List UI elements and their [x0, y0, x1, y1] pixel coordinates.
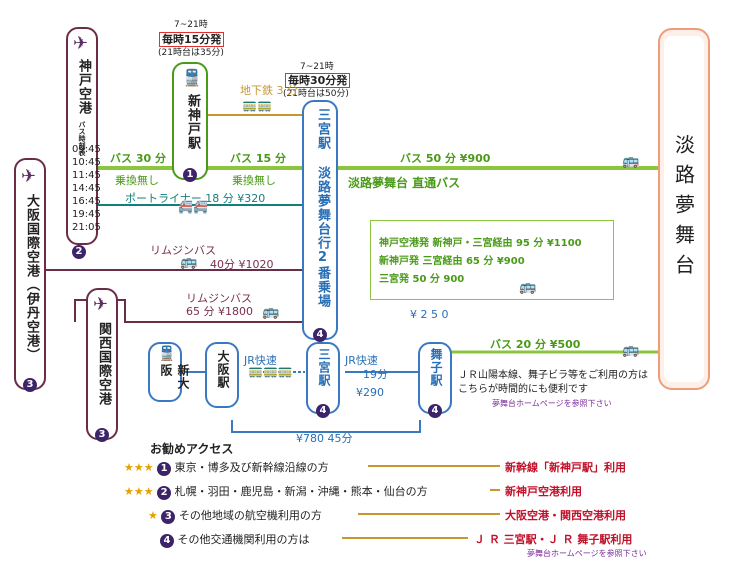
kansai-airport-name: 関西国際空港: [96, 322, 111, 406]
osaka-airport-num: 3: [23, 378, 37, 392]
sannomiya-bus-num: 4: [313, 328, 327, 342]
noxfer1-label: 乗換無し: [115, 174, 159, 187]
shinkobe-num: 1: [183, 168, 197, 182]
kobe-airport-box[interactable]: ✈ 神戸空港 バス時刻表 2: [66, 27, 98, 259]
route-limo2-line: [74, 299, 305, 323]
route-total-bracket: [231, 420, 421, 433]
train-icon: 🚆: [158, 346, 176, 362]
direct-bus-label: 淡路夢舞台 直通バス: [348, 176, 461, 190]
bus-info-box: 神戸空港発 新神戸・三宮経由 95 分 ¥1100 新神戸発 三宮経由 65 分…: [370, 220, 614, 300]
shin-osaka-box[interactable]: 🚆 新大阪: [148, 342, 190, 402]
destination-box: 淡路夢舞台: [658, 28, 710, 390]
kansai-airport-box[interactable]: ✈ 関西国際空港 3: [86, 288, 118, 442]
kobe-airport-name: 神戸空港: [76, 59, 91, 115]
kobe-timetable: 09:45 10:45 11:45 14:45 16:45 19:45 21:0…: [72, 144, 101, 233]
subway-train-icon: 🚃🚃: [242, 98, 272, 112]
plane-icon: ✈: [21, 166, 37, 187]
portliner-label: ポートライナー 18 分 ¥320: [125, 192, 266, 205]
recommend-result-3: 大阪空港・関西空港利用: [505, 509, 626, 522]
bus15-label: バス 15 分: [230, 152, 286, 165]
jr-rapid-1: JR快速: [244, 354, 277, 367]
recommend-result-2: 新神戸空港利用: [505, 485, 582, 498]
bus20-label: バス 20 分 ¥500: [490, 338, 581, 351]
plane-icon: ✈: [93, 294, 109, 315]
train-icon: 🚆: [182, 68, 202, 87]
recommend-title: お勧めアクセス: [150, 442, 234, 456]
osaka-airport-box[interactable]: ✈ 大阪国際空港（伊丹空港） 3: [14, 158, 46, 392]
subway-label: 地下鉄 3 分: [240, 84, 298, 97]
bus-icon: 🚌: [622, 342, 640, 358]
plane-icon: ✈: [73, 33, 89, 54]
recommend-item-3: ★ 3 その他地域の航空機利用の方: [148, 509, 322, 524]
sannomiya-bus-box[interactable]: 三宮駅 淡路夢舞台行2番乗場 4: [302, 100, 338, 342]
recommend-item-2: ★★★ 2 札幌・羽田・鹿児島・新潟・沖縄・熊本・仙台の方: [124, 485, 428, 500]
shinkobe-hours: 7~21時: [174, 20, 208, 30]
bus-info-line3: 三宮発 50 分 900: [379, 274, 465, 285]
osaka-station-box[interactable]: 大阪駅: [205, 342, 239, 408]
sannomiya-rail-num: 4: [316, 404, 330, 418]
maiko-name: 舞子駅: [429, 348, 443, 387]
bus-info-line2: 新神戸発 三宮経由 65 分 ¥900: [379, 256, 525, 267]
bus-info-line1: 神戸空港発 新神戸・三宮経由 95 分 ¥1100: [379, 238, 582, 249]
maiko-box[interactable]: 舞子駅 4: [418, 342, 452, 418]
shinkobe-name: 新神戸駅: [185, 94, 200, 150]
recommend-result-1: 新幹線「新神戸駅」利用: [505, 461, 626, 474]
bus-icon: 🚌: [622, 153, 640, 169]
portliner-icon: 🚝🚝: [178, 200, 208, 214]
total-fare: ¥780 45分: [296, 432, 353, 445]
limo1-label: リムジンバス: [150, 244, 216, 257]
limo2-label: リムジンバス: [186, 292, 252, 305]
osaka-airport-name: 大阪国際空港（伊丹空港）: [24, 194, 39, 362]
fare-250: ¥ 2 5 0: [410, 308, 449, 321]
destination-name: 淡路夢舞台: [671, 134, 696, 284]
jr-rapid-2-price: ¥290: [356, 386, 384, 399]
noxfer2-label: 乗換無し: [232, 174, 276, 187]
shinkobe-freq-note: (21時台は35分): [158, 48, 224, 58]
limo1-bus-icon: 🚌: [180, 254, 198, 270]
note-link[interactable]: 夢舞台ホームページを参照下さい: [492, 399, 612, 408]
jr-rapid-2-time: 19分: [363, 368, 388, 381]
sannomiya-rail-box[interactable]: 三宮駅 4: [306, 342, 340, 418]
bus-icon: 🚌: [519, 279, 537, 295]
recommend-link[interactable]: 夢舞台ホームページを参照下さい: [527, 549, 647, 558]
sannomiya-freq: 毎時30分発: [285, 72, 351, 88]
sannomiya-rail-name: 三宮駅: [317, 348, 331, 387]
jr-rapid-2: JR快速: [345, 354, 378, 367]
recommend-result-4: Ｊ Ｒ 三宮駅・Ｊ Ｒ 舞子駅利用: [474, 533, 633, 546]
bus50-label: バス 50 分 ¥900: [400, 152, 491, 165]
bus30-label: バス 30 分: [110, 152, 166, 165]
limo2-bus-icon: 🚌: [262, 304, 280, 320]
kansai-airport-num: 3: [95, 428, 109, 442]
note-line2: こちらが時間的にも便利です: [458, 384, 588, 395]
shin-osaka-name: 新大阪: [159, 364, 190, 390]
limo1-detail: 40分 ¥1020: [210, 258, 274, 271]
kobe-airport-num: 2: [72, 245, 86, 259]
osaka-station-name: 大阪駅: [216, 350, 230, 389]
recommend-item-4: 4 その他交通機関利用の方は: [160, 531, 310, 548]
train-icon: 🚃🚃🚃: [248, 364, 293, 378]
recommend-item-1: ★★★ 1 東京・博多及び新幹線沿線の方: [124, 461, 329, 476]
maiko-num: 4: [428, 404, 442, 418]
note-line1: ＪＲ山陽本線、舞子ビラ等をご利用の方は: [458, 370, 648, 381]
shinkobe-box[interactable]: 🚆 新神戸駅 1: [172, 62, 208, 182]
sannomiya-hours: 7~21時: [300, 62, 334, 72]
limo2-detail: 65 分 ¥1800: [186, 305, 253, 318]
sannomiya-bus-name: 三宮駅 淡路夢舞台行2番乗場: [315, 108, 330, 308]
shinkobe-freq: 毎時15分発: [159, 31, 225, 47]
sannomiya-freq-note: (21時台は50分): [283, 89, 349, 99]
kobe-airport-timetable-label: バス時刻表: [78, 121, 86, 156]
